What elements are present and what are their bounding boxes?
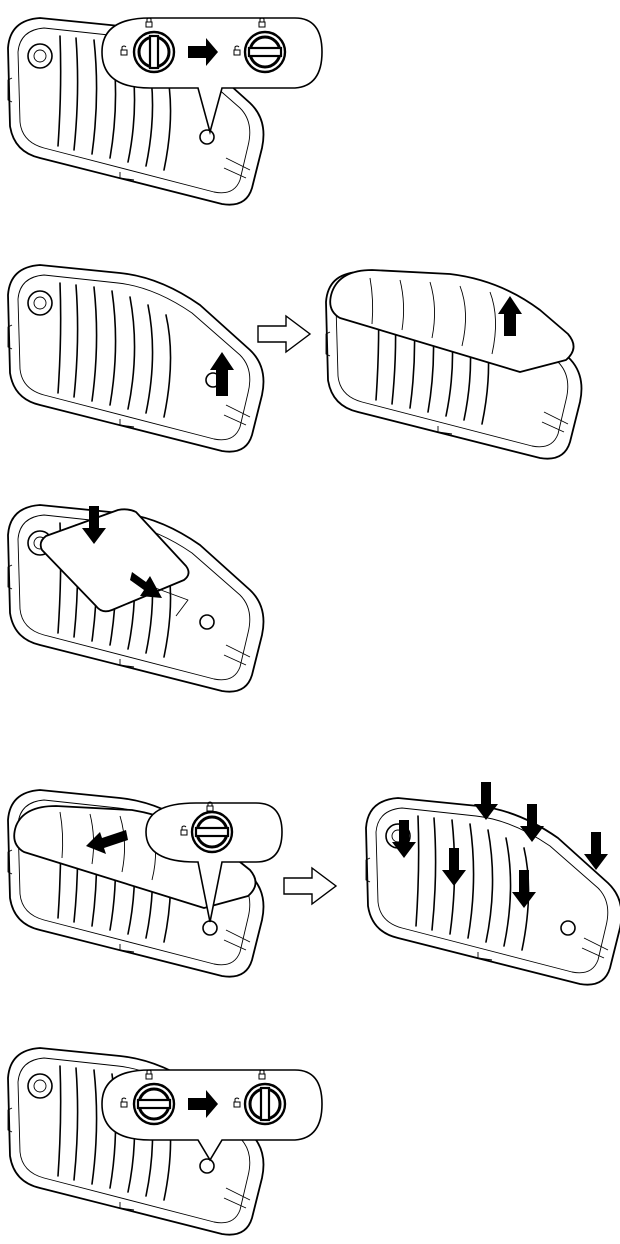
next-step-arrow-icon	[284, 868, 336, 904]
screw-locked-icon	[245, 1084, 285, 1124]
step-2-lift-cover	[8, 265, 582, 459]
screw-locked-icon	[134, 32, 174, 72]
step-4-replace-cover	[8, 782, 620, 985]
step-1-unlock	[8, 18, 322, 205]
step-5-lock	[8, 1048, 322, 1235]
screw-unlocked-icon	[192, 812, 232, 852]
screw-unlocked-icon	[134, 1084, 174, 1124]
step-3-insert-battery	[8, 505, 264, 692]
screw-unlocked-icon	[245, 32, 285, 72]
next-step-arrow-icon	[258, 316, 310, 352]
